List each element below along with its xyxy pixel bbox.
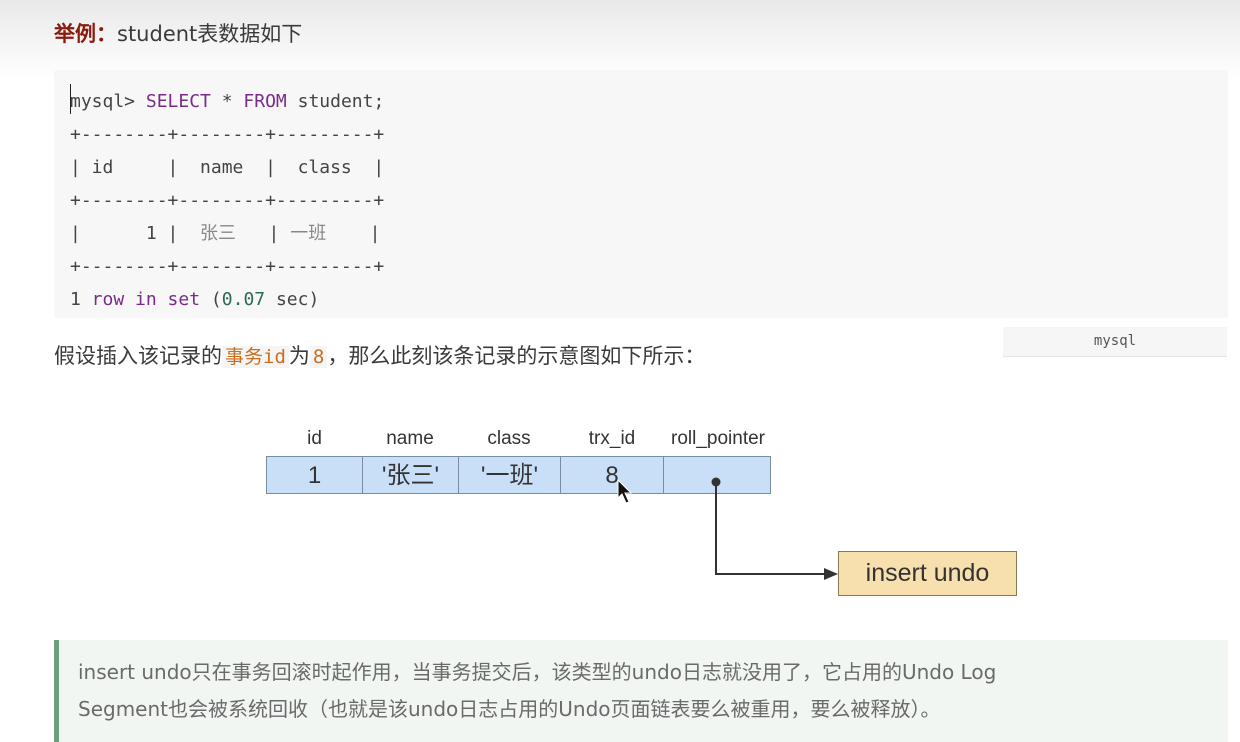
result-count: 1 bbox=[70, 289, 81, 310]
inline-code-value: 8 bbox=[309, 346, 328, 368]
row-prefix: | 1 | bbox=[70, 223, 201, 244]
col-header-id: id bbox=[307, 428, 322, 449]
row-name: 张三 bbox=[200, 223, 237, 244]
example-heading: 举例：student表数据如下 bbox=[54, 18, 302, 48]
col-header-class: class bbox=[487, 428, 531, 449]
result-paren-open: ( bbox=[200, 289, 222, 310]
example-text: student表数据如下 bbox=[117, 22, 303, 46]
col-header-trx-id: trx_id bbox=[588, 428, 636, 449]
code-content[interactable]: mysql> SELECT * FROM student; +--------+… bbox=[70, 84, 384, 316]
code-block[interactable]: mysql> SELECT * FROM student; +--------+… bbox=[54, 70, 1228, 318]
star: * bbox=[210, 91, 244, 112]
result-in-word: in bbox=[124, 289, 157, 310]
note-line-1: insert undo只在事务回滚时起作用，当事务提交后，该类型的undo日志就… bbox=[78, 660, 997, 684]
example-label: 举例： bbox=[54, 22, 117, 46]
para-text-before: 假设插入该记录的 bbox=[54, 344, 222, 368]
para-text-middle: 为 bbox=[288, 344, 310, 368]
note-blockquote: insert undo只在事务回滚时起作用，当事务提交后，该类型的undo日志就… bbox=[54, 640, 1228, 742]
cell-trx-id: 8 bbox=[560, 456, 664, 494]
result-row-word: row bbox=[80, 289, 125, 310]
para-text-after: ，那么此刻该条记录的示意图如下所示： bbox=[327, 344, 706, 368]
table-border-bottom: +--------+--------+---------+ bbox=[70, 256, 385, 277]
table-border-mid: +--------+--------+---------+ bbox=[70, 190, 385, 211]
inline-code-trx-id: 事务id bbox=[222, 346, 289, 368]
top-fade bbox=[0, 0, 1240, 80]
col-header-roll-pointer: roll_pointer bbox=[671, 428, 765, 449]
result-set-word: set bbox=[156, 289, 201, 310]
cell-class: '一班' bbox=[458, 456, 561, 494]
table-border-top: +--------+--------+---------+ bbox=[70, 124, 385, 145]
mysql-prompt: mysql> bbox=[70, 91, 146, 112]
mouse-pointer-icon bbox=[617, 479, 633, 504]
row-mid: | bbox=[236, 223, 291, 244]
table-header-row: | id | name | class | bbox=[70, 157, 385, 178]
text-caret bbox=[70, 84, 71, 114]
row-class: 一班 bbox=[290, 223, 327, 244]
row-suffix: | bbox=[326, 223, 381, 244]
keyword-select: SELECT bbox=[145, 91, 211, 112]
note-line-2: Segment也会被系统回收（也就是该undo日志占用的Undo页面链表要么被重… bbox=[78, 697, 941, 721]
insert-undo-box: insert undo bbox=[838, 551, 1017, 596]
cell-name: '张三' bbox=[362, 456, 459, 494]
result-time: 0.07 bbox=[221, 289, 266, 310]
keyword-from: FROM bbox=[243, 91, 287, 112]
col-header-name: name bbox=[386, 428, 434, 449]
code-language-tag[interactable]: mysql bbox=[1003, 327, 1227, 357]
table-name: student; bbox=[286, 91, 385, 112]
result-paren-close: sec) bbox=[265, 289, 320, 310]
